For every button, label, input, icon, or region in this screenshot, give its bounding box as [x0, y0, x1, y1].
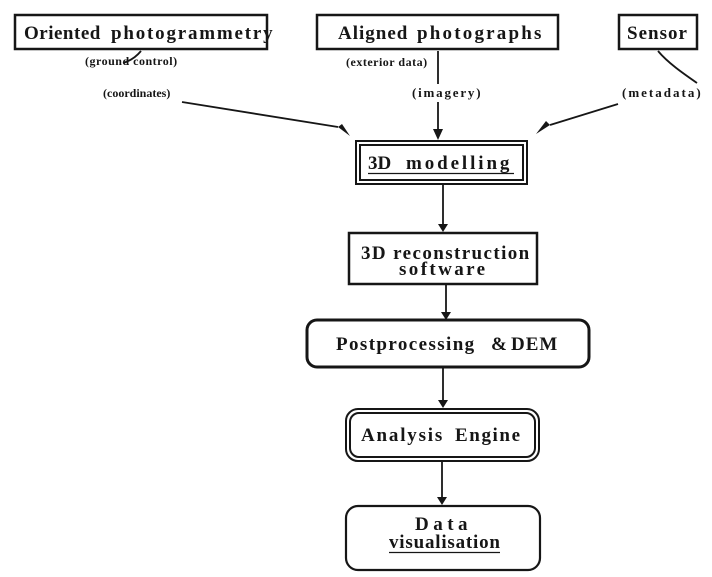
svg-text:Aligned: Aligned	[338, 23, 408, 44]
svg-text:3D: 3D	[368, 153, 391, 174]
svg-text:Analysis: Analysis	[361, 425, 444, 446]
svg-text:photogrammetry: photogrammetry	[111, 23, 274, 44]
svg-text:Sensor: Sensor	[627, 23, 688, 44]
svg-text:(imagery): (imagery)	[412, 85, 482, 100]
svg-text:visualisation: visualisation	[389, 532, 501, 553]
svg-text:Data: Data	[415, 514, 472, 535]
svg-text:Engine: Engine	[455, 425, 522, 446]
svg-text:Oriented: Oriented	[24, 23, 101, 44]
svg-text:(ground control): (ground control)	[85, 54, 178, 68]
svg-text:(coordinates): (coordinates)	[103, 86, 170, 100]
svg-text:photographs: photographs	[417, 23, 544, 44]
svg-text:Postprocessing: Postprocessing	[336, 334, 476, 355]
svg-text:(exterior data): (exterior data)	[346, 55, 428, 69]
svg-text:&: &	[491, 334, 507, 355]
svg-text:3D reconstruction: 3D reconstruction	[361, 243, 531, 264]
svg-text:software: software	[399, 259, 488, 280]
svg-text:DEM: DEM	[511, 334, 558, 355]
svg-text:modelling: modelling	[406, 153, 512, 174]
svg-text:(metadata): (metadata)	[622, 85, 703, 100]
